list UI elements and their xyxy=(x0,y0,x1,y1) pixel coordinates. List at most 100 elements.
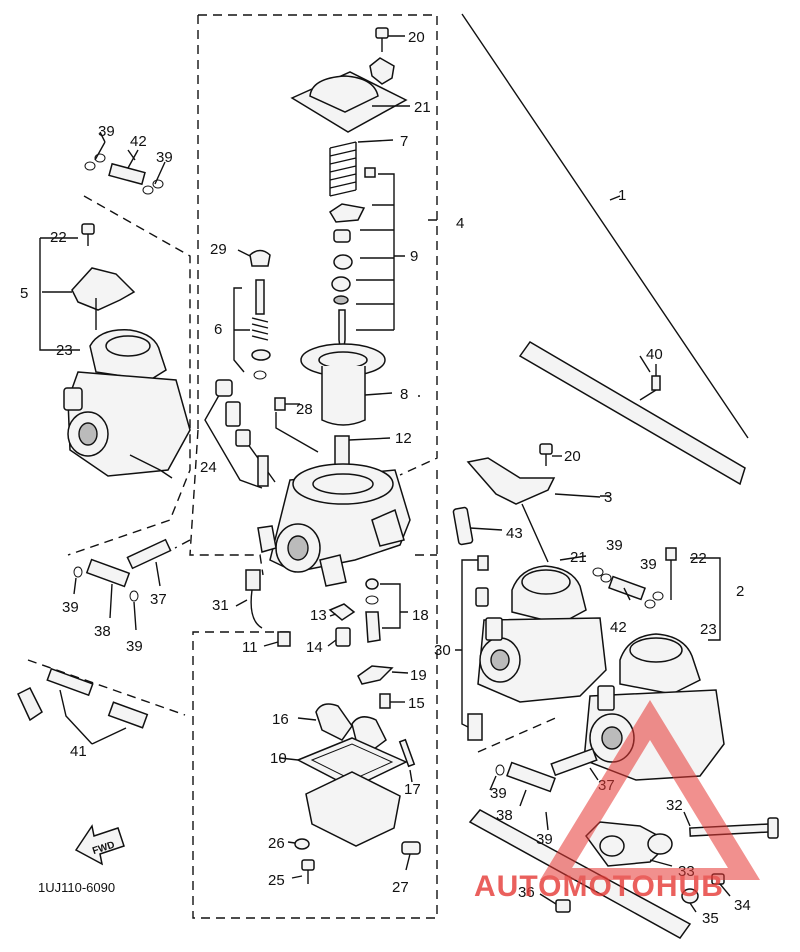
callout-22-left: 22 xyxy=(50,229,67,246)
pilot-parts-6 xyxy=(233,279,271,380)
callout-13: 13 xyxy=(310,607,327,624)
fitting-41 xyxy=(17,659,186,745)
callout-35: 35 xyxy=(702,910,719,927)
callout-28: 28 xyxy=(296,401,313,418)
callout-38-right: 38 xyxy=(496,807,513,824)
callout-40: 40 xyxy=(646,346,663,363)
screw-20-right xyxy=(539,443,562,466)
callout-36: 36 xyxy=(518,884,535,901)
sensor-31 xyxy=(235,569,263,629)
callout-31: 31 xyxy=(212,597,229,614)
callout-5: 5 xyxy=(20,285,28,302)
needle-parts-9 xyxy=(328,167,405,363)
pilot-screw-29 xyxy=(237,249,271,267)
callout-26: 26 xyxy=(268,835,285,852)
callout-41: 41 xyxy=(70,743,87,760)
callout-43: 43 xyxy=(506,525,523,542)
fwd-arrow: FWD xyxy=(74,824,125,866)
callout-27: 27 xyxy=(392,879,409,896)
callout-24: 24 xyxy=(200,459,217,476)
throttle-clip xyxy=(369,57,395,85)
bracket-3 xyxy=(466,457,556,505)
callout-17: 17 xyxy=(404,781,421,798)
carburetor-left xyxy=(63,329,191,479)
enrichener-parts-24 xyxy=(204,379,276,489)
callout-15: 15 xyxy=(408,695,425,712)
joint-42-right xyxy=(592,567,664,609)
callout-39-d: 39 xyxy=(126,638,143,655)
callout-34: 34 xyxy=(734,897,751,914)
jet-14 xyxy=(335,627,351,647)
diaphragm-piston-8 xyxy=(300,343,393,426)
spring-7 xyxy=(329,139,394,197)
callout-39-b: 39 xyxy=(156,149,173,166)
callout-23-left: 23 xyxy=(56,342,73,359)
callout-37-left: 37 xyxy=(150,591,167,608)
callout-19: 19 xyxy=(410,667,427,684)
callout-8: 8 xyxy=(400,386,408,403)
screw-36 xyxy=(539,893,571,913)
washer-13 xyxy=(328,603,356,621)
callout-10: 10 xyxy=(270,750,287,767)
bolt-40 xyxy=(639,364,661,401)
callout-32: 32 xyxy=(666,797,683,814)
callout-20-top: 20 xyxy=(408,29,425,46)
jet-parts-30 xyxy=(455,555,489,741)
pipe-38-left xyxy=(85,558,131,588)
automotohub-watermark: AUTOMOTOHUB xyxy=(474,700,760,903)
watermark-text: AUTOMOTOHUB xyxy=(474,870,724,903)
screw-25 xyxy=(291,859,315,884)
callout-39-f: 39 xyxy=(640,556,657,573)
jet-11 xyxy=(277,631,291,647)
callout-3: 3 xyxy=(604,489,612,506)
washer-26 xyxy=(294,838,310,850)
carburetor-body-center xyxy=(257,463,411,587)
mounting-rail-40 xyxy=(518,341,746,486)
screw-22-left xyxy=(81,223,95,246)
callout-42-right: 42 xyxy=(610,619,627,636)
callout-23-right: 23 xyxy=(700,621,717,638)
callout-12: 12 xyxy=(395,430,412,447)
pipe-38-right xyxy=(506,761,556,793)
screw-27 xyxy=(401,841,421,871)
leader-1 xyxy=(461,13,749,439)
carburetor-right-a xyxy=(477,565,607,703)
assembly-boundary-dashed xyxy=(189,14,438,919)
callout-9: 9 xyxy=(410,248,418,265)
callout-39-a: 39 xyxy=(98,123,115,140)
callout-14: 14 xyxy=(306,639,323,656)
top-cover-21 xyxy=(290,71,410,133)
callout-30: 30 xyxy=(434,642,451,659)
pipe-37-left xyxy=(126,538,172,570)
callout-20-right: 20 xyxy=(564,448,581,465)
drain-parts-18 xyxy=(365,578,408,643)
screw-15 xyxy=(379,693,405,709)
joint-43 xyxy=(452,506,474,546)
callout-39-e: 39 xyxy=(606,537,623,554)
callout-4: 4 xyxy=(456,215,464,232)
callout-42-left: 42 xyxy=(130,133,147,150)
oring-39-left xyxy=(73,566,83,578)
oring-39-right xyxy=(495,764,505,776)
callout-39-g: 39 xyxy=(490,785,507,802)
callout-11: 11 xyxy=(242,639,258,656)
callout-7: 7 xyxy=(400,133,408,150)
bracket-5-left xyxy=(71,267,136,311)
callout-21-top: 21 xyxy=(414,99,431,116)
diagram-code: 1UJ110-6090 xyxy=(38,880,115,895)
callout-29: 29 xyxy=(210,241,227,258)
callout-2: 2 xyxy=(736,583,744,600)
callout-21-right: 21 xyxy=(570,549,587,566)
bracket-33 xyxy=(585,821,673,867)
pipe-37-right xyxy=(550,747,598,777)
callout-16: 16 xyxy=(272,711,289,728)
screw-20-top xyxy=(375,27,405,52)
joint-42-left xyxy=(84,141,166,195)
screw-28 xyxy=(274,397,319,453)
callout-38-left: 38 xyxy=(94,623,111,640)
clip-19 xyxy=(357,665,394,685)
gasket-10 xyxy=(279,737,408,789)
callout-1: 1 xyxy=(618,187,626,204)
callout-25: 25 xyxy=(268,872,285,889)
